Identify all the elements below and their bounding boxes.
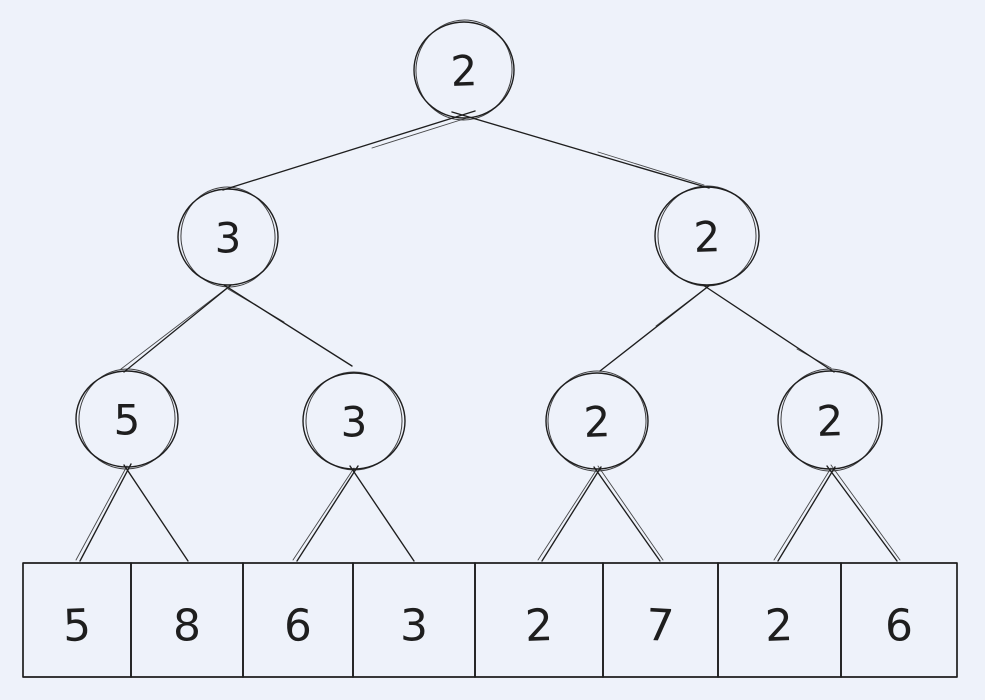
- node-value: 2: [450, 46, 478, 96]
- edge-right-right-to-cell-6: [773, 466, 836, 562]
- edge-line-sketch: [75, 465, 128, 561]
- edge-left-right-to-cell-2: [292, 465, 359, 562]
- edge-line: [777, 466, 836, 562]
- cell-box: [840, 562, 958, 678]
- tree-node-root: 2: [413, 19, 515, 121]
- cell-value: 8: [173, 601, 201, 652]
- edge-line-sketch: [773, 467, 832, 561]
- circle-outline: [413, 21, 515, 119]
- circle-outline: [177, 188, 279, 286]
- edge-right-right-to-cell-7: [826, 464, 901, 562]
- cell-value: 3: [400, 601, 428, 652]
- edge-line: [826, 465, 898, 562]
- circle-outline: [777, 370, 883, 470]
- edge-left-left-to-cell-1: [123, 464, 189, 562]
- edge-line-sketch: [371, 116, 471, 149]
- circle-outline-sketch: [415, 19, 513, 121]
- edge-line: [451, 111, 710, 189]
- edge-right-left-to-cell-5: [593, 465, 664, 562]
- circle-outline-sketch: [180, 186, 276, 288]
- edge-left-right-to-cell-3: [349, 465, 415, 562]
- array-cell-2: 6: [242, 562, 354, 678]
- node-value: 3: [341, 398, 368, 447]
- cell-value: 2: [524, 600, 554, 652]
- edge-root-to-right: [451, 111, 710, 189]
- edge-line: [79, 463, 132, 562]
- circle-outline: [654, 186, 760, 286]
- node-value: 2: [693, 212, 721, 262]
- edge-line: [349, 465, 415, 562]
- array-cell-0: 5: [22, 562, 132, 678]
- cell-value: 6: [885, 601, 913, 652]
- node-value: 2: [583, 397, 611, 447]
- cell-value: 6: [283, 600, 313, 652]
- circle-outline-sketch: [780, 368, 880, 472]
- edge-left-to-left-right: [223, 284, 353, 367]
- edge-line: [541, 466, 602, 562]
- edge-right-to-right-right: [702, 284, 835, 373]
- edge-left-to-left-left: [120, 284, 232, 373]
- node-value: 2: [816, 396, 844, 446]
- circle-outline-sketch: [78, 368, 176, 470]
- edge-line-sketch: [655, 287, 707, 327]
- array-cell-7: 6: [840, 562, 958, 678]
- edge-root-to-left: [222, 110, 476, 191]
- circle-outline-sketch: [547, 370, 647, 472]
- array-cell-1: 8: [130, 562, 244, 678]
- tree-node-right-right: 2: [777, 368, 883, 472]
- cell-value: 5: [62, 600, 92, 652]
- edge-right-left-to-cell-4: [537, 466, 602, 562]
- edge-line: [593, 466, 661, 562]
- circle-outline: [302, 372, 406, 470]
- array-cell-6: 2: [717, 562, 842, 678]
- edge-line: [223, 284, 353, 367]
- circle-outline-sketch: [657, 185, 757, 287]
- edge-line-sketch: [830, 464, 901, 561]
- edge-line: [222, 110, 476, 191]
- node-value: 5: [114, 396, 141, 445]
- edge-left-left-to-cell-0: [75, 463, 132, 562]
- tree-node-left-right: 3: [302, 371, 406, 471]
- array-cell-5: 7: [602, 562, 719, 678]
- array: 5 8 6 3 2 7 2 6: [22, 562, 958, 678]
- edge-line-sketch: [120, 287, 228, 370]
- circle-outline-sketch: [305, 371, 403, 471]
- edge-right-to-right-left: [599, 284, 711, 372]
- tree-node-left: 3: [177, 186, 279, 288]
- node-value: 3: [215, 214, 242, 263]
- cell-value: 7: [645, 600, 676, 652]
- edge-line: [123, 464, 189, 562]
- array-cell-3: 3: [352, 562, 476, 678]
- edge-line-sketch: [537, 468, 598, 561]
- tree-node-right: 2: [654, 185, 760, 287]
- tree-node-right-left: 2: [545, 370, 649, 472]
- tree-edges: [75, 110, 901, 562]
- tree-node-left-left: 5: [75, 368, 179, 470]
- array-cell-4: 2: [474, 562, 604, 678]
- edge-line-sketch: [227, 288, 285, 323]
- edge-line-sketch: [796, 348, 832, 369]
- edge-line: [123, 284, 232, 373]
- edge-line-sketch: [597, 465, 664, 561]
- edge-line-sketch: [597, 151, 705, 186]
- circle-outline: [545, 372, 649, 470]
- circle-outline: [75, 370, 179, 468]
- edge-line: [296, 465, 359, 562]
- edge-line-sketch: [292, 467, 355, 561]
- cell-value: 2: [764, 600, 794, 652]
